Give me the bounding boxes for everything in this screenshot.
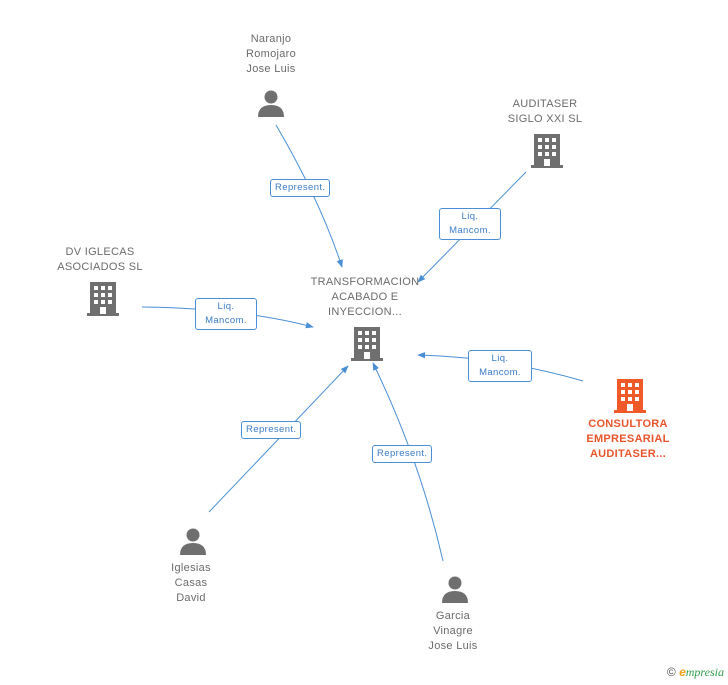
edge-label-dv-iglecas[interactable]: Liq. Mancom.: [195, 298, 257, 330]
empresia-watermark: © empresia: [667, 665, 724, 680]
edge-label-iglesias[interactable]: Represent.: [241, 421, 302, 439]
building-icon[interactable]: [531, 132, 563, 168]
node-label-auditaser-siglo[interactable]: AUDITASER SIGLO XXI SL: [507, 98, 583, 125]
node-label-iglesias[interactable]: Iglesias Casas David: [171, 562, 211, 604]
building-icon[interactable]: [87, 280, 119, 316]
person-icon[interactable]: [440, 574, 470, 604]
edge-naranjo-to-transformacion: [275, 124, 343, 268]
node-label-transformacion[interactable]: TRANSFORMACION ACABADO E INYECCION...: [310, 276, 420, 318]
building-icon[interactable]: [351, 325, 383, 361]
empresia-logo-e: e: [679, 665, 686, 679]
edge-label-garcia[interactable]: Represent.: [372, 445, 433, 463]
copyright-symbol: ©: [666, 665, 676, 679]
building-icon[interactable]: [614, 377, 646, 413]
edge-label-auditaser-siglo[interactable]: Liq. Mancom.: [439, 208, 501, 240]
edge-iglesias-to-transformacion: [208, 365, 349, 513]
node-label-naranjo[interactable]: Naranjo Romojaro Jose Luis: [245, 33, 297, 75]
edge-label-naranjo[interactable]: Represent.: [270, 179, 331, 197]
node-label-dv-iglecas[interactable]: DV IGLECAS ASOCIADOS SL: [57, 246, 143, 273]
edge-label-consultora[interactable]: Liq. Mancom.: [468, 350, 532, 382]
person-icon[interactable]: [178, 526, 208, 556]
node-label-consultora[interactable]: CONSULTORA EMPRESARIAL AUDITASER...: [586, 418, 670, 460]
node-label-garcia[interactable]: Garcia Vinagre Jose Luis: [428, 610, 478, 652]
empresia-logo-text: mpresia: [685, 665, 724, 679]
person-icon[interactable]: [256, 88, 286, 118]
